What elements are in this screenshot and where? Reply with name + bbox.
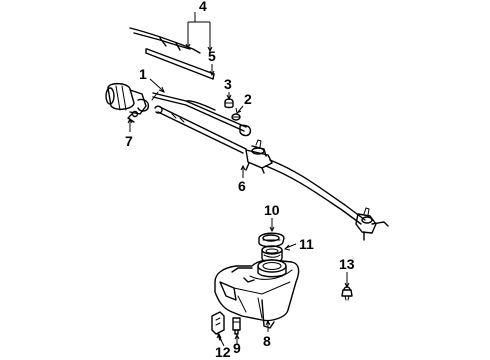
callout-1: 1 — [139, 66, 147, 82]
clip-part-13 — [341, 286, 353, 301]
callout-6: 6 — [238, 178, 246, 194]
callout-labels: 1 2 3 4 5 6 7 8 9 10 11 12 13 — [125, 0, 355, 360]
wiper-blade — [129, 27, 215, 80]
callout-5: 5 — [208, 48, 216, 64]
wiper-linkage — [154, 105, 389, 241]
callout-3: 3 — [224, 76, 232, 92]
callout-12: 12 — [215, 344, 231, 360]
cap-part-3 — [224, 98, 234, 109]
filler-cap-part-10 — [258, 232, 285, 248]
washer-reservoir — [214, 259, 300, 329]
bracket-part-12 — [211, 311, 225, 341]
callout-9: 9 — [233, 340, 241, 356]
leader-lines — [127, 12, 350, 347]
nut-part-2 — [231, 113, 241, 121]
callout-10: 10 — [264, 202, 280, 218]
callout-4: 4 — [199, 0, 207, 14]
callout-7: 7 — [125, 133, 133, 149]
wiper-arm — [151, 91, 252, 137]
callout-2: 2 — [244, 91, 252, 107]
callout-13: 13 — [339, 256, 355, 272]
callout-8: 8 — [263, 333, 271, 349]
pump-part-9 — [232, 317, 241, 335]
wiper-motor — [105, 82, 150, 123]
callout-11: 11 — [299, 236, 314, 252]
